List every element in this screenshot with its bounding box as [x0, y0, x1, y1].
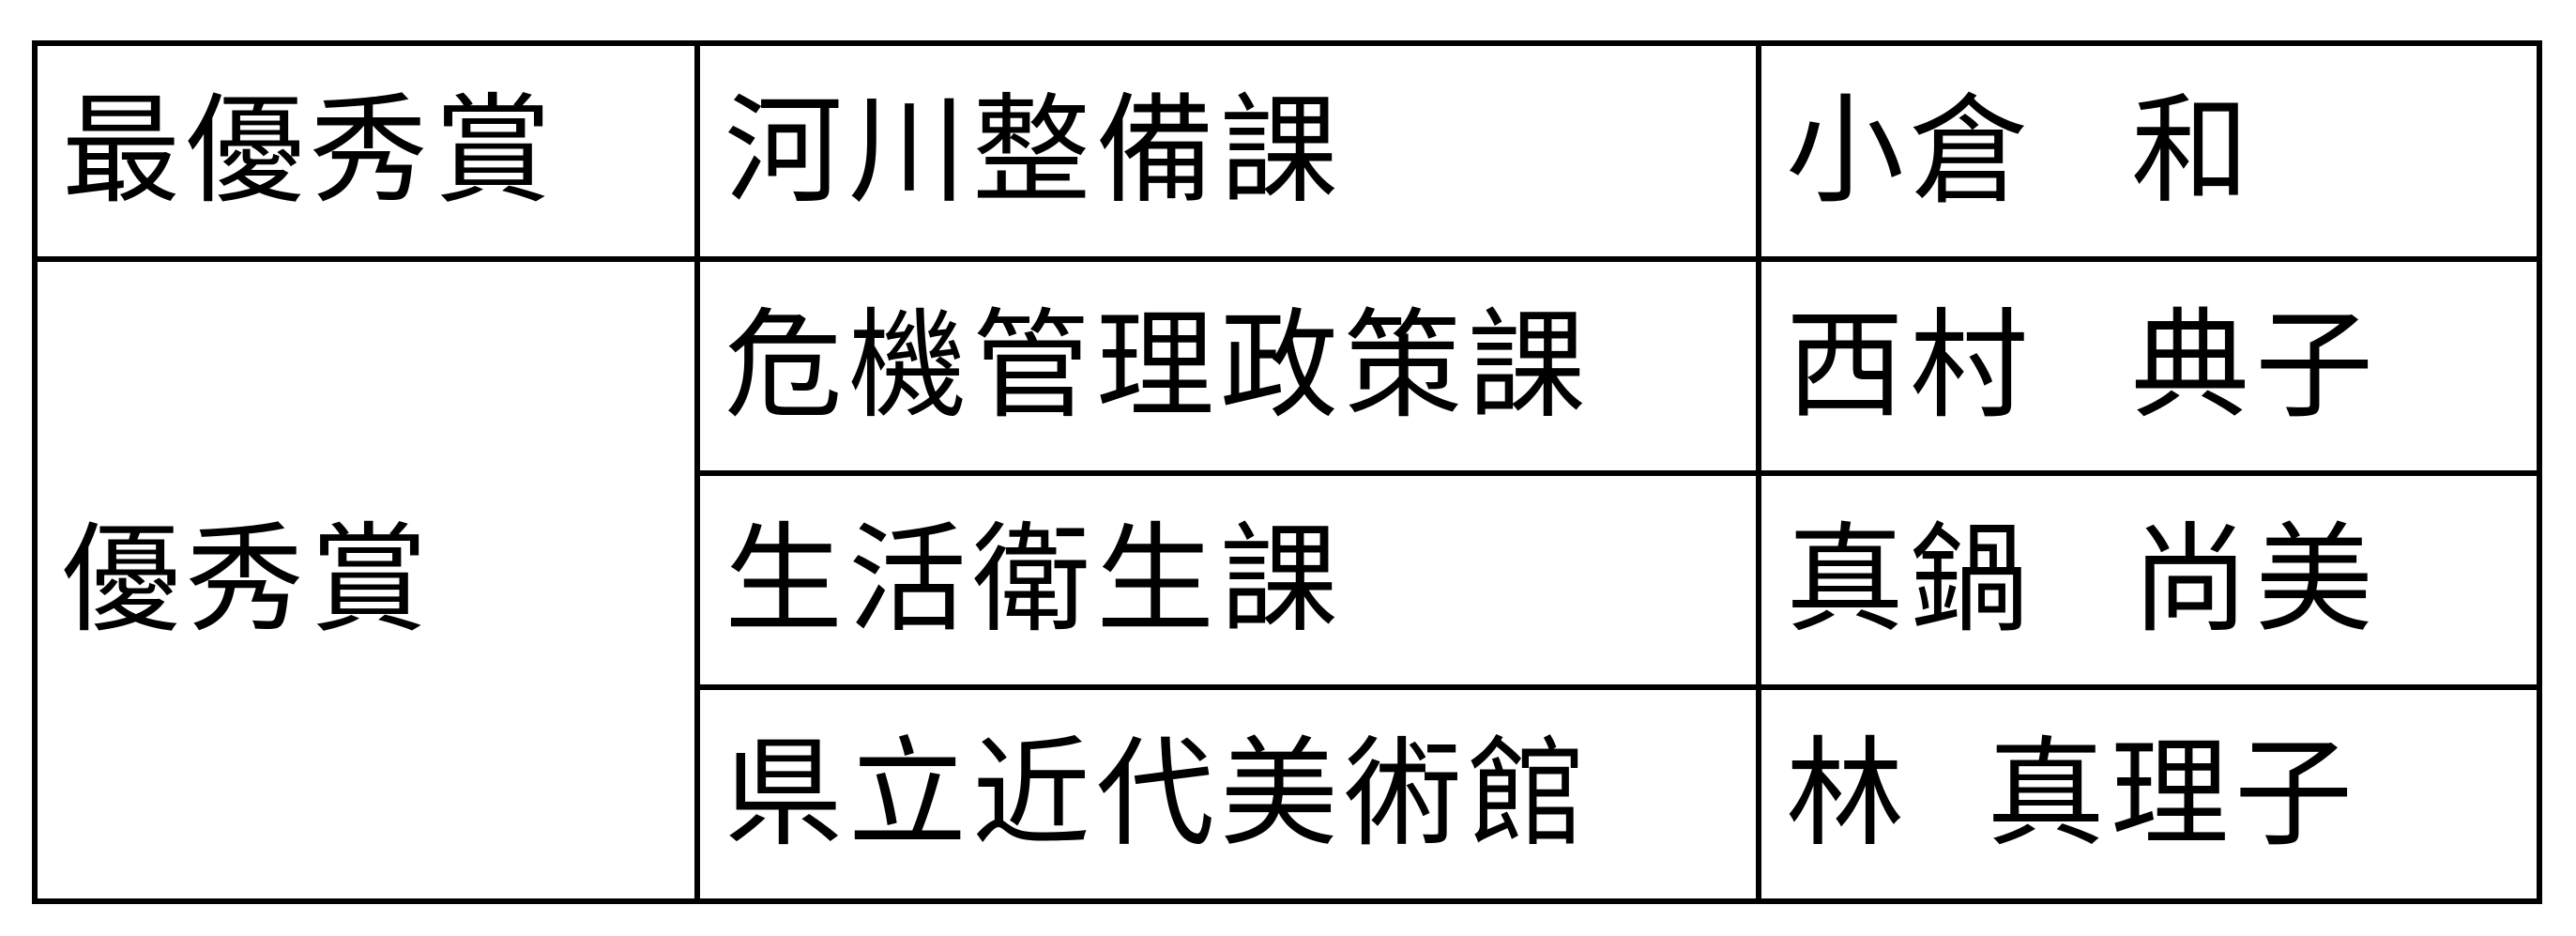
winner-family-name: 林 — [1786, 725, 1910, 863]
table-row: 最優秀賞 河川整備課 小倉和 — [32, 40, 2542, 262]
winner-family-name: 小倉 — [1786, 82, 2034, 220]
winner-given-name: 真理子 — [1987, 725, 2358, 863]
winner-given-name: 和 — [2131, 82, 2255, 220]
department-cell: 危機管理政策課 — [694, 256, 1761, 476]
winner-family-name: 西村 — [1786, 297, 2034, 435]
table-row: 生活衛生課 真鍋尚美 — [35, 470, 2542, 690]
winner-family-name: 真鍋 — [1786, 511, 2034, 649]
winner-name-cell: 真鍋尚美 — [1756, 470, 2542, 690]
winner-name-cell: 西村典子 — [1756, 256, 2542, 476]
award-cell-grand-prize: 最優秀賞 — [32, 40, 700, 262]
table-row: 優秀賞 危機管理政策課 西村典子 — [32, 256, 2542, 904]
department-cell: 河川整備課 — [694, 40, 1761, 262]
winner-name-cell: 小倉和 — [1756, 40, 2542, 262]
award-cell-excellence-prize: 優秀賞 — [32, 256, 700, 904]
department-cell: 生活衛生課 — [694, 470, 1761, 690]
winner-given-name: 典子 — [2131, 297, 2379, 435]
department-cell: 県立近代美術館 — [694, 684, 1761, 904]
winner-name-cell: 林真理子 — [1756, 684, 2542, 904]
winner-given-name: 尚美 — [2131, 511, 2379, 649]
table-row: 県立近代美術館 林真理子 — [35, 684, 2542, 904]
awards-table: 最優秀賞 河川整備課 小倉和 優秀賞 危機管理政策課 西村典子 生活衛生課 真鍋… — [32, 40, 2542, 904]
